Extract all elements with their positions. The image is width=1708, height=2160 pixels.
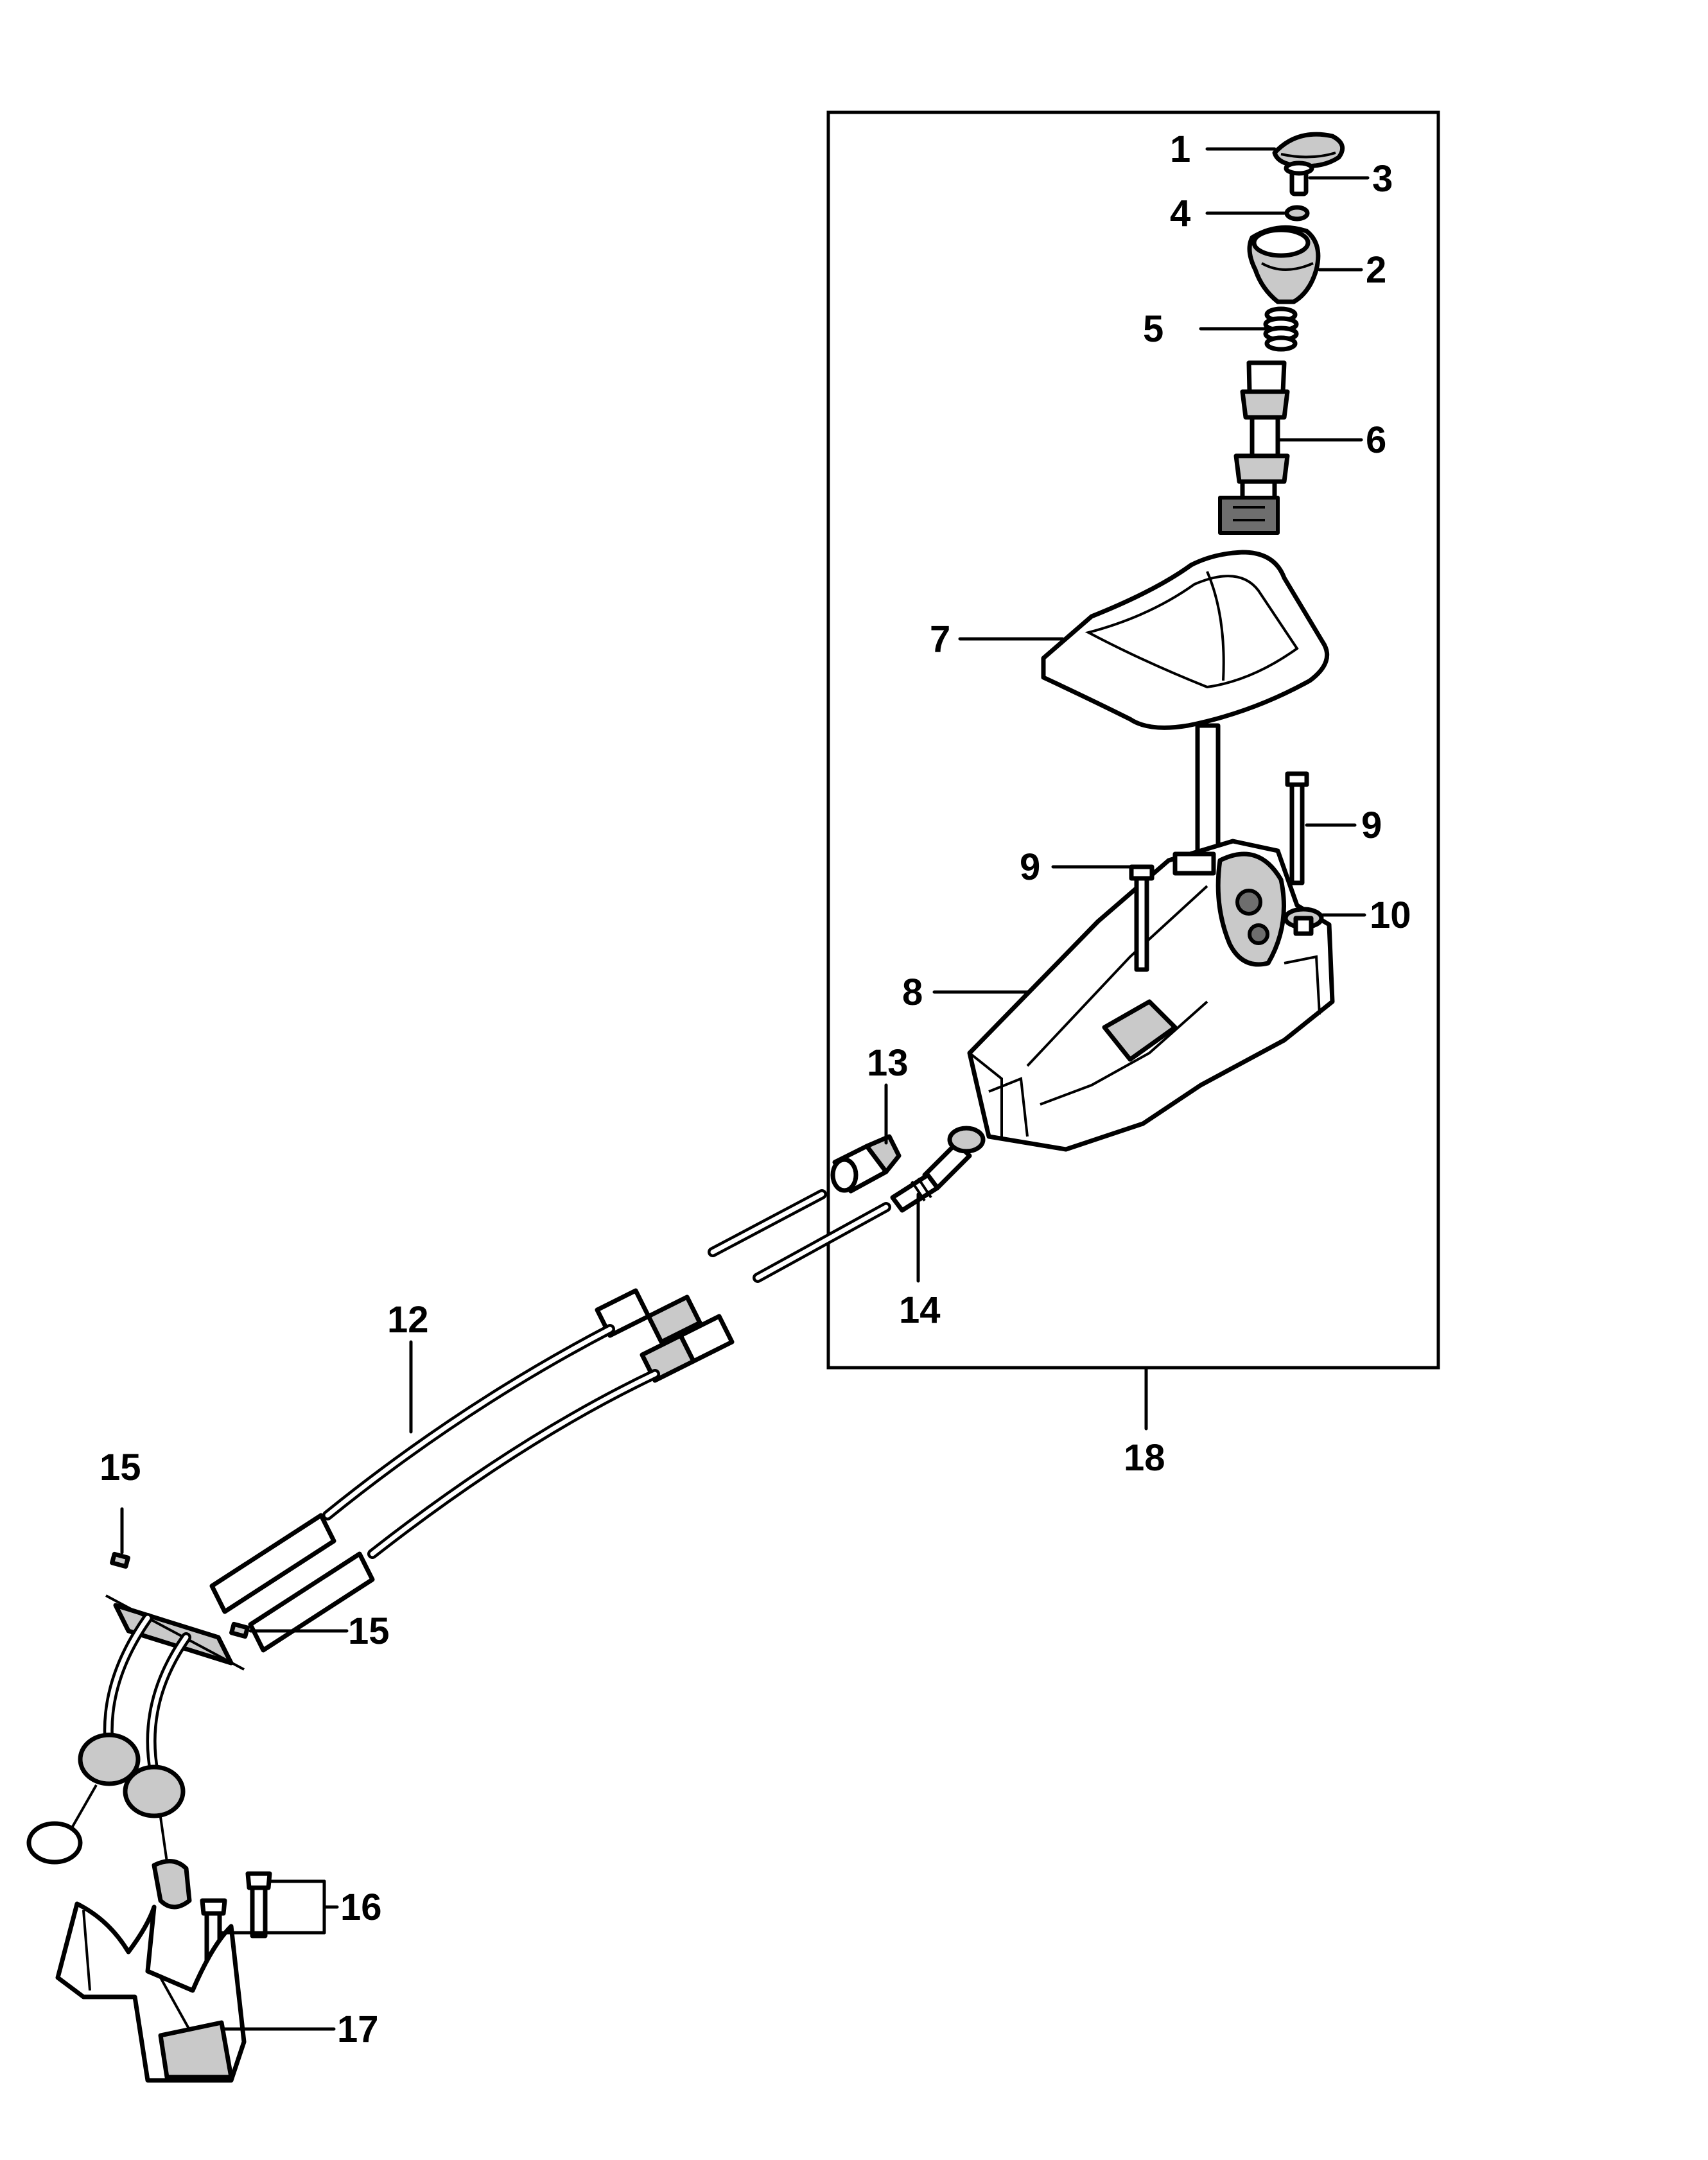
callout-6: 6 (1366, 419, 1386, 461)
cable-bracket (55, 1901, 247, 2083)
callout-3: 3 (1372, 158, 1393, 200)
cable-end-ball (890, 1126, 986, 1213)
knob-cap (1272, 132, 1345, 169)
spring (1263, 306, 1299, 352)
callout-15b: 15 (348, 1610, 390, 1652)
callout-7: 7 (930, 618, 950, 660)
callout-2: 2 (1366, 249, 1386, 291)
cable-end-clip (830, 1134, 902, 1194)
callout-14: 14 (899, 1289, 941, 1331)
bolt (1129, 864, 1155, 972)
callout-8: 8 (902, 971, 923, 1013)
callout-12: 12 (387, 1299, 429, 1341)
callout-15a: 15 (100, 1447, 141, 1488)
gear-knob (1247, 225, 1321, 304)
assembly-frame (826, 110, 1440, 1370)
leader-lines (120, 147, 1370, 2031)
shift-lever-upper (1218, 360, 1290, 535)
callout-9b: 9 (1361, 805, 1382, 846)
callout-labels: 1 3 4 2 5 6 7 9 9 10 8 13 14 12 18 15 15… (100, 128, 1411, 2050)
callout-5: 5 (1143, 308, 1163, 350)
bolt (1285, 771, 1309, 885)
bushing (1283, 907, 1324, 936)
callout-9a: 9 (1020, 846, 1040, 888)
callout-17: 17 (337, 2008, 379, 2050)
retaining-clip (110, 1551, 130, 1569)
shifter-housing (967, 839, 1335, 1152)
callout-16: 16 (340, 1886, 382, 1928)
callout-1: 1 (1170, 128, 1190, 170)
shift-cables (26, 1189, 891, 1910)
bracket-bolts (200, 1871, 272, 1964)
callout-13: 13 (867, 1042, 909, 1084)
callout-18: 18 (1124, 1437, 1165, 1479)
retaining-clip (229, 1621, 250, 1639)
shift-boot (1041, 550, 1330, 863)
washer (1284, 205, 1310, 222)
screw (1284, 161, 1314, 196)
callout-4: 4 (1170, 193, 1190, 234)
callout-10: 10 (1370, 894, 1411, 936)
